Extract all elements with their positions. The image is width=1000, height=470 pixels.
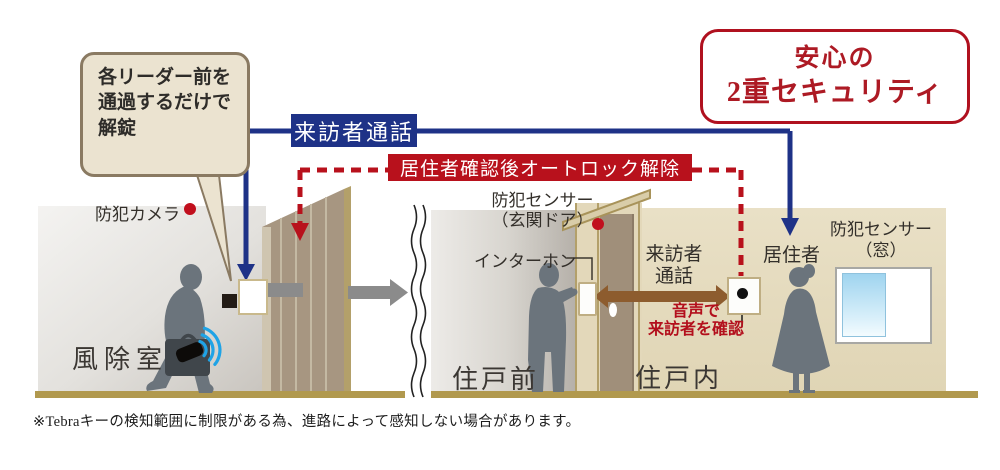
autolock-flow-line — [297, 167, 744, 276]
key-reader-callout: 各リーダー前を 通過するだけで 解錠 — [80, 52, 250, 177]
door-peephole — [609, 303, 617, 317]
callout-line3: 解錠 — [98, 117, 137, 139]
navy-arrowhead-down — [237, 264, 255, 281]
window-pane — [842, 273, 886, 337]
voice-check-label: 音声で 来訪者を確認 — [648, 303, 745, 339]
title-line2: 2重セキュリティ — [726, 76, 944, 108]
camera-red-dot-icon — [184, 203, 196, 215]
entrance-intercom-device — [578, 282, 597, 316]
area-windbreak-room: 風除室 — [72, 345, 169, 374]
callout-line1: 各リーダー前を — [98, 67, 232, 88]
tebra-key-reader — [238, 279, 268, 315]
visitor-at-door-silhouette — [528, 263, 578, 392]
callout-tail — [195, 174, 232, 282]
tebra-key-footnote: ※Tebraキーの検知範囲に制限がある為、進路によって感知しない場合があります。 — [33, 414, 581, 430]
double-security-title-box: 安心の 2重セキュリティ — [700, 29, 970, 124]
visitor-call-label: 来訪者 通話 — [645, 244, 703, 287]
pass-through-arrows — [257, 279, 408, 306]
entrance-canopy — [562, 188, 651, 232]
autolock-release-bar: 居住者確認後オートロック解除 — [388, 154, 692, 181]
key-fob-icon — [175, 342, 204, 363]
monitor-speaker-dot — [737, 288, 748, 299]
resident-label: 居住者 — [763, 245, 821, 266]
area-inside-unit: 住戸内 — [635, 364, 723, 393]
security-camera-device — [222, 294, 237, 308]
door-sensor-label: 防犯センサー （玄関ドア） — [491, 191, 594, 231]
visitor-call-bar: 来訪者通話 — [291, 114, 417, 147]
scene-break-wavy-lines — [405, 203, 431, 399]
window-sensor-label: 防犯センサー （窓） — [830, 220, 932, 261]
intercom-label: インターホン — [474, 252, 576, 271]
resident-silhouette — [772, 264, 830, 393]
briefcase-with-key — [165, 333, 210, 376]
visitor-call-two-way-arrow — [594, 285, 730, 308]
title-line1: 安心の — [794, 45, 876, 73]
area-front-of-unit: 住戸前 — [452, 365, 540, 394]
window-with-sensor — [835, 267, 932, 344]
security-camera-label: 防犯カメラ — [95, 205, 180, 224]
red-arrowhead-down — [291, 223, 309, 241]
callout-line2: 通過するだけで — [98, 92, 232, 114]
intercom-label-connector — [567, 257, 593, 280]
key-signal-arcs-icon — [198, 326, 222, 367]
floor-line — [35, 391, 978, 398]
door-sensor-red-dot-icon — [592, 218, 604, 230]
navy-arrowhead-down — [781, 218, 799, 236]
